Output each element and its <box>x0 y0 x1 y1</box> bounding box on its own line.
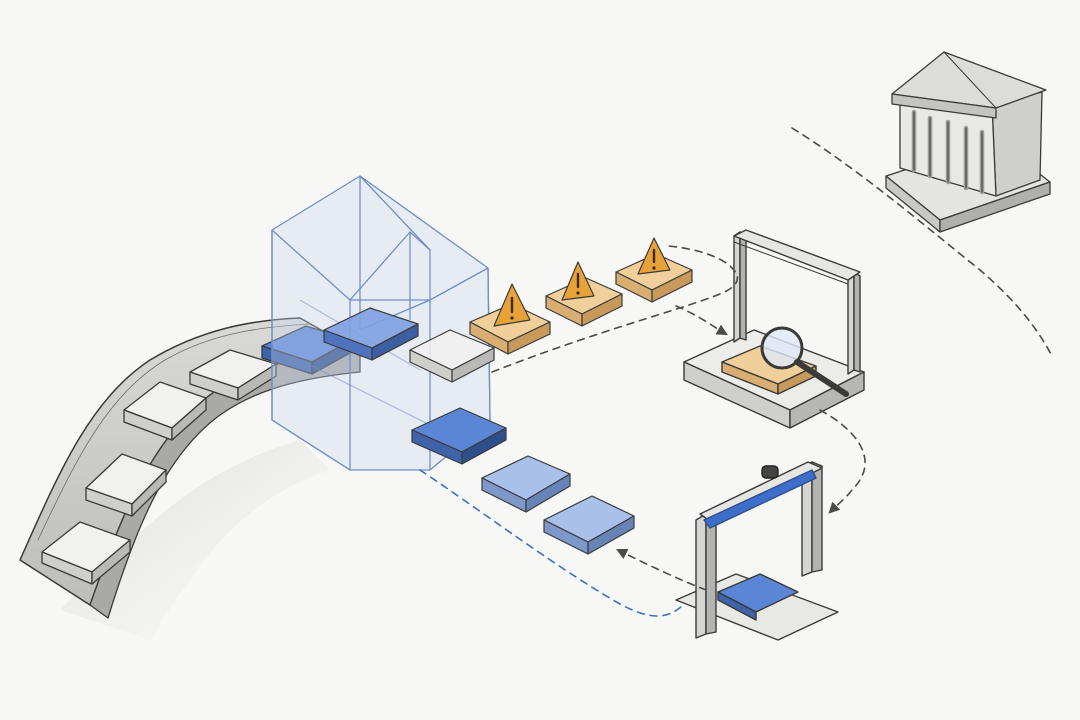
flagged-items <box>469 237 693 355</box>
conveyor-tile <box>123 381 207 441</box>
flow-path-flagged <box>491 245 739 373</box>
flagged-item <box>545 261 623 327</box>
sorted-tile-blue <box>481 455 571 513</box>
inspection-gate-icon <box>683 229 865 429</box>
warning-triangle-icon <box>493 283 531 327</box>
flagged-item <box>615 237 693 303</box>
sorted-tile-blue <box>543 495 635 555</box>
conveyor-tile <box>41 521 131 585</box>
warning-triangle-icon <box>561 261 595 301</box>
flow-path-to-inspection <box>675 305 728 336</box>
flow-paths <box>419 127 1053 617</box>
conveyor-tile <box>85 453 167 517</box>
flagged-item <box>469 283 551 355</box>
conveyor-tile <box>189 349 277 401</box>
conveyor-shadow <box>60 440 330 640</box>
chamber-exit-tile <box>409 329 495 383</box>
sorted-tile-blue <box>411 407 507 465</box>
magnifying-glass-icon <box>760 326 849 397</box>
flow-path-return <box>615 548 707 591</box>
conveyor-tiles <box>41 325 353 585</box>
government-building-icon <box>885 51 1051 233</box>
flow-path-authority <box>791 127 1053 357</box>
chamber-tile-blue <box>323 307 419 361</box>
blue-scanner-gate-icon <box>675 461 839 641</box>
flow-path-to-scanner <box>819 409 866 514</box>
sorted-tiles <box>411 407 635 555</box>
flow-path-approved <box>419 469 685 617</box>
warning-triangle-icon <box>637 237 671 275</box>
